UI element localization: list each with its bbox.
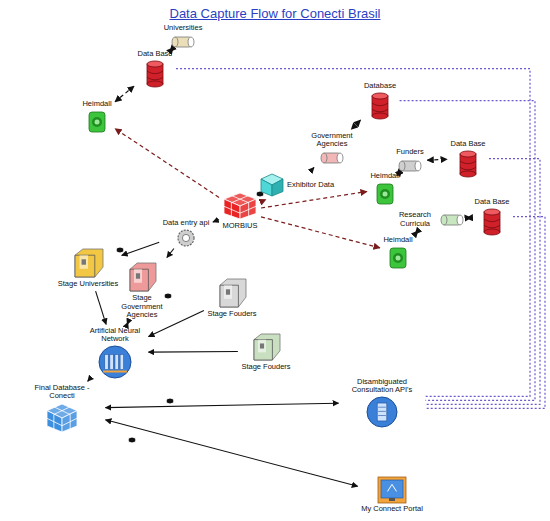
diagram-node: Funders [394, 147, 426, 174]
diagram-node: Government Agencies [304, 131, 360, 166]
diagram-node: Stage Universities [56, 245, 120, 290]
connector [311, 168, 314, 171]
connector [400, 101, 535, 401]
node-icon [222, 191, 258, 221]
node-icon [375, 182, 395, 206]
node-label: Exhibitor Data [285, 180, 336, 191]
node-label: MORBIUS [221, 221, 260, 232]
node-icon [259, 172, 285, 198]
diagram-node: Exhibitor Data [259, 172, 336, 198]
node-label: Funders [394, 147, 426, 158]
node-label: Data entry api [161, 218, 212, 229]
node-icon [170, 34, 196, 50]
connector [122, 242, 160, 255]
node-label: My Connect Portal [359, 504, 425, 515]
diagram-node: Final Database - Conecti [20, 383, 104, 434]
node-icon [388, 246, 408, 270]
diagram-node: Stage Fouders [239, 330, 292, 373]
connector [426, 159, 541, 405]
node-label: Data Base [448, 139, 487, 150]
diagram-node: MORBIUS [221, 191, 260, 232]
diagram-node: Universities [162, 23, 205, 50]
connector [261, 200, 266, 202]
connector [426, 217, 546, 409]
node-icon [144, 60, 166, 88]
node-label: Government Agencies [304, 131, 360, 150]
node-label: Heimdall [80, 99, 113, 110]
diagram-node: My Connect Portal [359, 476, 425, 515]
connector [467, 217, 472, 218]
connector [115, 129, 219, 198]
node-label: Data Base [135, 49, 174, 60]
node-icon [369, 92, 391, 120]
diagram-node: Database [362, 81, 398, 120]
connector [127, 322, 129, 324]
connector [149, 351, 238, 353]
node-icon [481, 208, 503, 236]
node-label: Heimdall [381, 235, 414, 246]
node-label: Heimdall [368, 171, 401, 182]
diagram-node: Heimdall [368, 171, 401, 206]
node-icon [87, 110, 107, 134]
connector [261, 217, 380, 248]
node-icon [397, 158, 423, 174]
connector [427, 159, 447, 161]
node-label: Stage Government Agencies [109, 293, 175, 321]
diagram-node: Stage Government Agencies [109, 259, 175, 321]
diagram-node: Data Base [135, 49, 174, 88]
node-icon [319, 150, 345, 166]
node-label: Artificial Neural Network [83, 326, 147, 345]
diagram-node: Data Base [448, 139, 487, 178]
node-label: Research Curricula [391, 210, 439, 229]
connector [213, 220, 219, 223]
connector [87, 380, 89, 382]
diagram-node: Data entry api [161, 218, 212, 247]
node-label: Stage Universities [56, 279, 120, 290]
connector [176, 69, 530, 397]
diagram-node: Disambiguated Consultation API's [340, 377, 424, 428]
node-icon [439, 212, 465, 228]
connector [415, 231, 418, 234]
node-icon [250, 330, 282, 362]
diagram-node: Data Base [472, 197, 511, 236]
connector [351, 120, 360, 129]
node-label: Data Base [472, 197, 511, 208]
connector [115, 86, 134, 102]
node-label: Database [362, 81, 398, 92]
node-icon [71, 245, 105, 279]
node-icon [98, 345, 132, 379]
node-icon [366, 396, 398, 428]
connector [106, 403, 339, 407]
connector [167, 249, 174, 258]
node-label: Stage Fouders [205, 309, 258, 320]
node-label: Stage Fouders [239, 362, 292, 373]
diagram-node: Stage Fouders [205, 275, 258, 320]
node-label: Universities [162, 23, 205, 34]
diagram-title: Data Capture Flow for Conecti Brasil [0, 6, 550, 21]
node-icon [126, 259, 158, 293]
node-icon [216, 275, 248, 309]
diagram-node: Heimdall [80, 99, 113, 134]
connector [96, 291, 107, 324]
diagram-node: Artificial Neural Network [83, 326, 147, 379]
diagram-node: Research Curricula [391, 210, 465, 229]
node-label: Final Database - Conecti [20, 383, 104, 402]
node-icon [45, 402, 79, 434]
node-label: Disambiguated Consultation API's [340, 377, 424, 396]
diagram-node: Heimdall [381, 235, 414, 270]
node-icon [377, 476, 407, 504]
node-icon [457, 150, 479, 178]
connector [106, 420, 358, 487]
node-icon [177, 229, 195, 247]
